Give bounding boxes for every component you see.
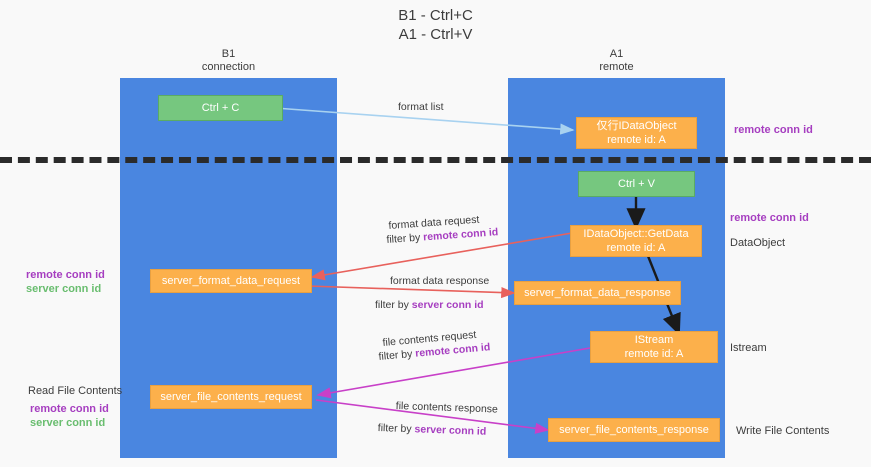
box-ctrl-v[interactable]: Ctrl + V [578, 171, 695, 197]
box-getdata-title: IDataObject::GetData [583, 228, 689, 240]
box-server-format-data-response[interactable]: server_format_data_response [514, 281, 681, 305]
annotation-left-remote-conn-id-bottom: remote conn id [30, 403, 109, 415]
box-server-format-data-request[interactable]: server_format_data_request [150, 269, 312, 293]
edge-label-format-data-response: format data response [390, 274, 489, 288]
box-istream-title: IStream [634, 334, 674, 346]
arrow-format-data-request [310, 232, 573, 281]
arrow-file-contents-response [315, 399, 550, 434]
edge-label-format-data-response-text: format data response [390, 275, 490, 287]
annotation-left-server-conn-id-mid: server conn id [26, 283, 102, 295]
box-server-file-contents-request[interactable]: server_file_contents_request [150, 385, 312, 409]
column-header-a1-role: remote [599, 61, 634, 73]
arrow-file-contents-request [316, 347, 591, 399]
filter-key-server-conn-id: server conn id [411, 299, 484, 311]
annotation-left-remote-conn-id-mid: remote conn id [26, 269, 105, 281]
box-server-file-contents-response-label: server_file_contents_response [559, 424, 709, 436]
box-istream-id: remote id: A [624, 348, 684, 360]
box-ctrl-c[interactable]: Ctrl + C [158, 95, 283, 121]
box-idataobject-getdata[interactable]: IDataObject::GetData remote id: A [570, 225, 702, 257]
box-getdata-id: remote id: A [606, 242, 666, 254]
box-server-format-data-request-label: server_format_data_request [161, 275, 301, 287]
column-header-b1: B1 connection [120, 48, 337, 74]
box-server-file-contents-response[interactable]: server_file_contents_response [548, 418, 720, 442]
box-server-file-contents-request-label: server_file_contents_request [160, 391, 302, 403]
annotation-right-write-file-contents: Write File Contents [736, 425, 830, 437]
edge-label-format-list-text: format list [398, 101, 444, 113]
filter-prefix: filter by [377, 421, 415, 436]
column-header-b1-name: B1 [221, 48, 236, 60]
annotation-right-remote-conn-id-top: remote conn id [734, 124, 813, 136]
filter-prefix: filter by [375, 299, 412, 311]
column-header-a1: A1 remote [508, 48, 725, 74]
annotation-right-dataobject: DataObject [730, 237, 786, 249]
annotation-left-server-conn-id-bottom: server conn id [30, 417, 106, 429]
edge-label-format-data-response-filter: filter by server conn id [375, 298, 484, 312]
edge-label-format-list: format list [398, 100, 444, 114]
box-idataobject-copy-id: remote id: A [607, 134, 666, 146]
annotation-left-read-file-contents: Read File Contents [28, 385, 123, 397]
box-istream[interactable]: IStream remote id: A [590, 331, 718, 363]
diagram-title: B1 - Ctrl+C A1 - Ctrl+V [0, 6, 871, 44]
box-ctrl-c-label: Ctrl + C [201, 102, 240, 114]
filter-key-server-conn-id: server conn id [414, 423, 487, 438]
annotation-right-remote-conn-id-mid: remote conn id [730, 212, 809, 224]
box-idataobject-copy-title: 仅行IDataObject [596, 120, 677, 132]
title-line-1: B1 - Ctrl+C [398, 7, 473, 24]
box-idataobject-copy[interactable]: 仅行IDataObject remote id: A [576, 117, 697, 149]
arrow-format-data-response [307, 285, 516, 299]
column-header-a1-name: A1 [609, 48, 624, 60]
filter-prefix: filter by [386, 231, 424, 246]
column-header-b1-role: connection [201, 61, 256, 73]
annotation-right-istream: Istream [730, 342, 767, 354]
phase-divider [0, 157, 871, 163]
box-server-format-data-response-label: server_format_data_response [524, 287, 671, 299]
title-line-2: A1 - Ctrl+V [398, 26, 473, 43]
box-ctrl-v-label: Ctrl + V [618, 178, 655, 190]
filter-prefix: filter by [378, 347, 416, 363]
arrow-format-list [274, 107, 575, 135]
edge-label-file-contents-response-text: file contents response [395, 399, 499, 416]
